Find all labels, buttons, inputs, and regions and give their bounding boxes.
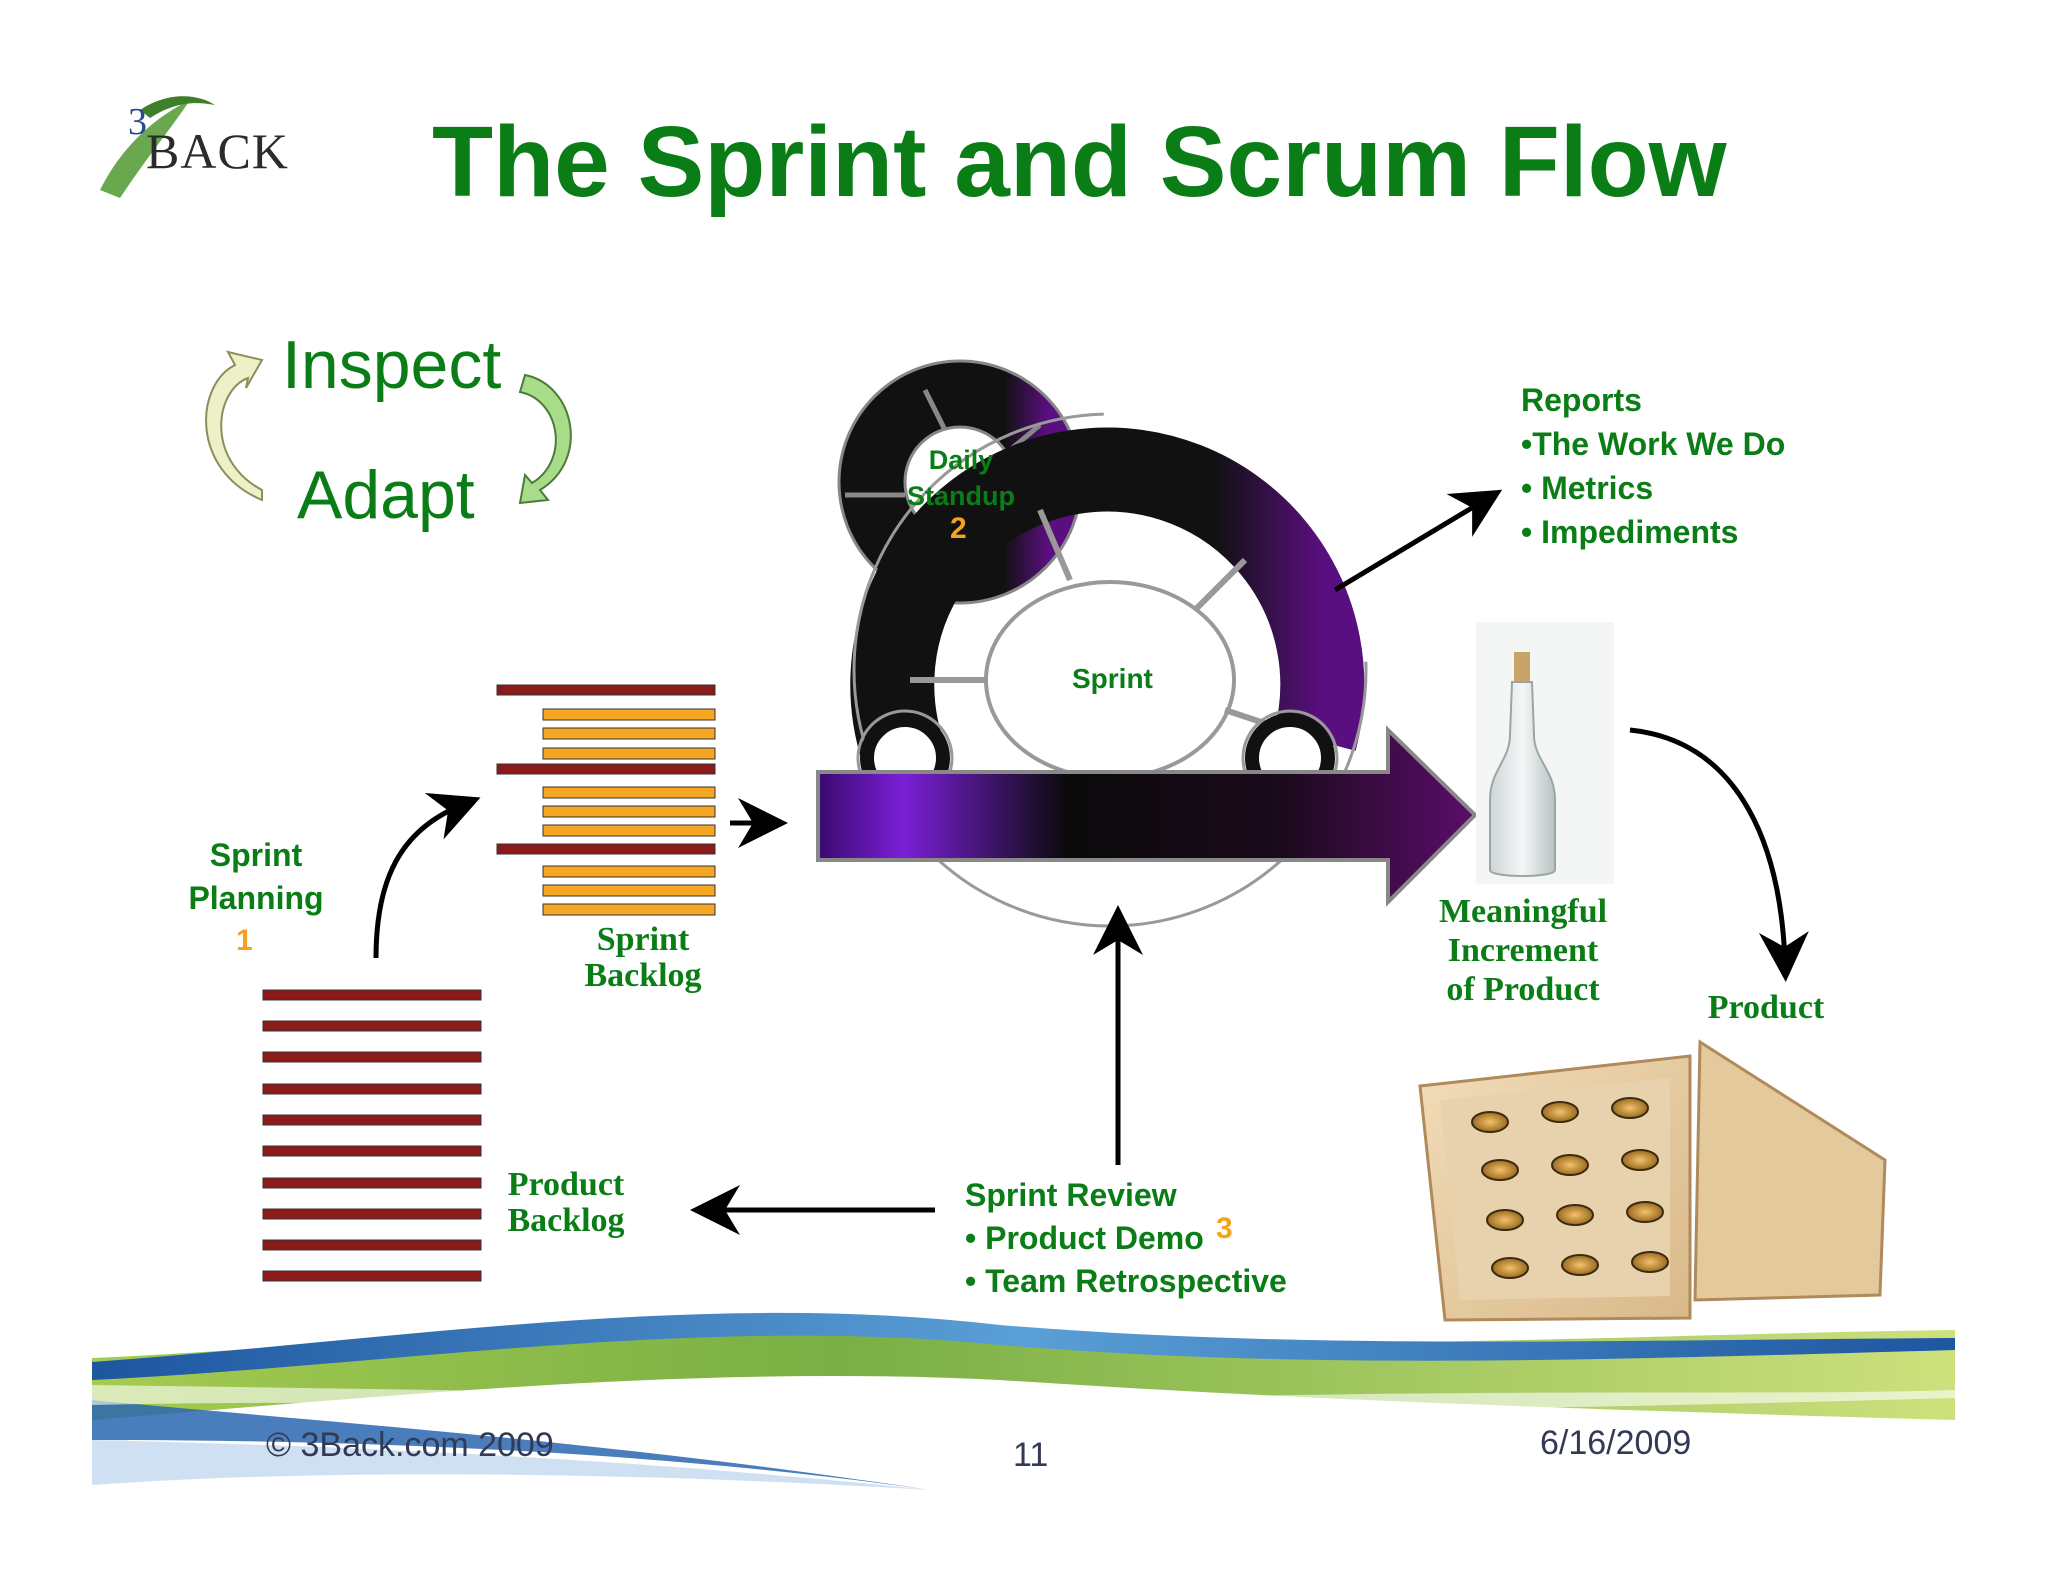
reports-item: • Metrics (1521, 470, 1654, 506)
step-1-badge: 1 (236, 924, 253, 957)
logo-text: BACK (146, 123, 289, 179)
increment-line1: Meaningful (1438, 893, 1608, 930)
increment-line3: of Product (1446, 971, 1600, 1008)
footer-page-number: 11 (1013, 1436, 1049, 1474)
adapt-label: Adapt (297, 457, 475, 533)
sprint-planning-line2: Planning (188, 880, 324, 916)
increment-label: Meaningful Increment of Product (1428, 892, 1618, 1009)
wine-crate-icon (1418, 1039, 1887, 1322)
sprint-label: Sprint (1072, 663, 1153, 694)
sprint-backlog-label: Sprint Backlog (568, 922, 718, 993)
sprint-review-block: Sprint Review • Product Demo • Team Retr… (965, 1174, 1287, 1303)
sprint-review-item: • Product Demo (965, 1220, 1204, 1256)
sprint-backlog-line1: Sprint (596, 921, 690, 958)
sprint-backlog-stack (496, 684, 716, 916)
product-backlog-line2: Backlog (507, 1201, 625, 1239)
step-3-badge: 3 (1216, 1212, 1233, 1245)
increment-to-product-arrow (1629, 727, 1809, 982)
product-label: Product (1707, 989, 1825, 1026)
reports-heading: Reports (1521, 382, 1642, 418)
inspect-label: Inspect (282, 327, 502, 403)
sprint-ring (850, 412, 1368, 928)
reports-block: Reports •The Work We Do • Metrics • Impe… (1521, 378, 1785, 554)
sprint-backlog-line2: Backlog (584, 956, 702, 994)
product-backlog-stack (262, 989, 482, 1282)
step-2-badge: 2 (950, 512, 967, 545)
sprint-review-item: • Team Retrospective (965, 1263, 1287, 1299)
product-backlog-line1: Product (507, 1166, 625, 1203)
daily-standup-line1: Daily (928, 445, 994, 475)
increment-line2: Increment (1447, 932, 1599, 969)
daily-standup-label: Daily Standup (905, 442, 1017, 514)
reports-item: • Impediments (1521, 514, 1739, 550)
sprint-planning-label: Sprint Planning (186, 834, 326, 920)
footer-swoosh-decoration (92, 1312, 1955, 1490)
sprint-planning-line1: Sprint (209, 837, 303, 873)
product-backlog-label: Product Backlog (494, 1167, 638, 1238)
footer-copyright: © 3Back.com 2009 (266, 1426, 554, 1464)
logo: 3 BACK (110, 101, 290, 188)
logo-swoosh-icon (100, 96, 215, 198)
page-title: The Sprint and Scrum Flow (432, 106, 1727, 218)
inspect-adapt-cycle-icon (205, 350, 572, 505)
logo-mark: 3 (128, 101, 147, 143)
sprint-flow-arrow (816, 725, 1478, 907)
planning-to-sprint-backlog-arrow (373, 793, 481, 959)
bottle-increment-icon (1476, 622, 1614, 884)
daily-standup-line2: Standup (907, 481, 1015, 511)
reports-item: •The Work We Do (1521, 426, 1786, 462)
footer-date: 6/16/2009 (1540, 1424, 1692, 1462)
sprint-to-reports-arrow (1333, 489, 1503, 593)
sprint-review-heading: Sprint Review (965, 1177, 1177, 1213)
